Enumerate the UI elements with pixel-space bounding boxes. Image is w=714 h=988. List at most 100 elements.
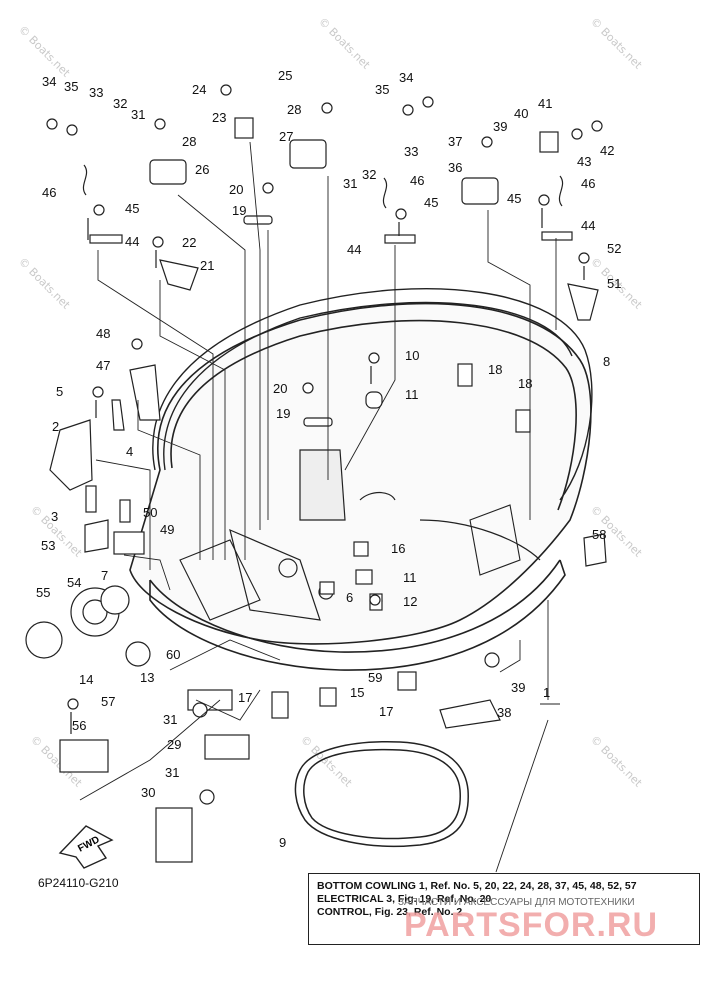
brand-overlay-logo: PARTSFOR.RU: [404, 906, 659, 944]
callout-label: 28: [287, 102, 301, 117]
callout-label: 38: [497, 705, 511, 720]
clip-part: [539, 131, 559, 153]
callout-label: 31: [131, 107, 145, 122]
callout-label: 56: [72, 718, 86, 733]
holder-part: [439, 699, 501, 729]
callout-label: 15: [350, 685, 364, 700]
callout-label: 18: [518, 376, 532, 391]
plug-part: [353, 541, 369, 557]
label-part: [583, 533, 607, 567]
holder-part: [59, 739, 109, 773]
callout-label: 33: [404, 144, 418, 159]
watermark: © Boats.net: [588, 15, 645, 72]
reference-note-box: BOTTOM COWLING 1, Ref. No. 5, 20, 22, 24…: [308, 873, 700, 945]
callout-label: 35: [375, 82, 389, 97]
callout-label: 51: [607, 276, 621, 291]
lever-part: [49, 419, 93, 491]
watermark: © Boats.net: [16, 255, 73, 312]
callout-label: 32: [113, 96, 127, 111]
callout-label: 49: [160, 522, 174, 537]
callout-label: 45: [424, 195, 438, 210]
callout-label: 40: [514, 106, 528, 121]
callout-label: 54: [67, 575, 81, 590]
grommet-part: [199, 789, 215, 805]
callout-label: 34: [42, 74, 56, 89]
clamp-part: [113, 531, 145, 555]
callout-label: 1: [543, 685, 550, 700]
callout-label: 25: [278, 68, 292, 83]
grommet-part: [271, 691, 289, 719]
callout-label: 11: [403, 570, 417, 585]
grommet-part: [319, 687, 337, 707]
callout-label: 2: [52, 419, 59, 434]
pin-part: [119, 499, 131, 523]
small-parts: [25, 117, 607, 863]
callout-label: 55: [36, 585, 50, 600]
callout-label: 33: [89, 85, 103, 100]
callout-label: 37: [448, 134, 462, 149]
grommet-part: [515, 409, 531, 433]
callout-label: 29: [167, 737, 181, 752]
bolts: [46, 84, 603, 734]
grommet-part: [457, 363, 473, 387]
callout-label: 14: [79, 672, 93, 687]
callout-label: 44: [125, 234, 139, 249]
bottom-cowling: [129, 302, 592, 671]
callout-label: 31: [165, 765, 179, 780]
callout-label: 52: [607, 241, 621, 256]
callout-label: 30: [141, 785, 155, 800]
pin-part: [85, 485, 97, 513]
stay-part: [567, 283, 599, 321]
callout-label: 21: [200, 258, 214, 273]
callout-label: 16: [391, 541, 405, 556]
callout-label: 58: [592, 527, 606, 542]
callout-label: 47: [96, 358, 110, 373]
callout-label: 26: [195, 162, 209, 177]
callout-label: 46: [42, 185, 56, 200]
plug-part: [319, 581, 335, 595]
callout-label: 20: [273, 381, 287, 396]
callout-label: 10: [405, 348, 419, 363]
callout-label: 24: [192, 82, 206, 97]
callout-label: 27: [279, 129, 293, 144]
callout-label: 46: [581, 176, 595, 191]
promo-overlay-text: ЗАПЧАСТИ И АКСЕССУАРЫ ДЛЯ МОТОТЕХНИКИ: [398, 897, 635, 908]
clip-part: [234, 117, 254, 139]
callout-label: 44: [347, 242, 361, 257]
plate-part: [541, 231, 573, 241]
callout-label: 39: [493, 119, 507, 134]
watermark: © Boats.net: [588, 733, 645, 790]
callout-label: 31: [343, 176, 357, 191]
callout-label: 19: [232, 203, 246, 218]
cowling-seal: [152, 288, 593, 501]
note-line: BOTTOM COWLING 1, Ref. No. 5, 20, 22, 24…: [317, 880, 637, 892]
callout-label: 46: [410, 173, 424, 188]
callout-labels: 1 2 3 4 5 6 7 8 9 10 11 11 12 13 14 15 1…: [36, 68, 621, 850]
callout-label: 5: [56, 384, 63, 399]
watermark: © Boats.net: [16, 23, 73, 80]
plate-part: [89, 234, 123, 244]
callout-label: 57: [101, 694, 115, 709]
callout-label: 17: [238, 690, 252, 705]
callout-label: 43: [577, 154, 591, 169]
callout-label: 44: [581, 218, 595, 233]
callout-label: 50: [143, 505, 157, 520]
callout-label: 41: [538, 96, 552, 111]
callout-label: 3: [51, 509, 58, 524]
grommet-part: [192, 702, 208, 718]
callout-label: 45: [125, 201, 139, 216]
callout-label: 22: [182, 235, 196, 250]
callout-label: 42: [600, 143, 614, 158]
plate-part: [384, 234, 416, 244]
callout-label: 13: [140, 670, 154, 685]
note-line: CONTROL, Fig. 23, Ref. No. 2: [317, 906, 463, 918]
bracket-part: [289, 139, 327, 169]
holder-part: [84, 519, 109, 553]
grommet-part: [397, 671, 417, 691]
hook-part: [111, 399, 125, 431]
plug-part: [355, 569, 373, 585]
callout-label: 35: [64, 79, 78, 94]
callout-label: 19: [276, 406, 290, 421]
callout-label: 23: [212, 110, 226, 125]
